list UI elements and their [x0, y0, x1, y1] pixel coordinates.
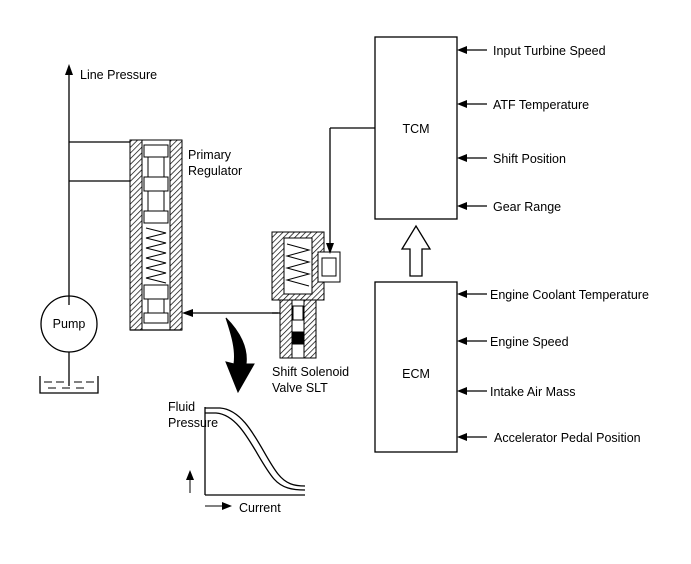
input-arrow-icon — [457, 387, 467, 395]
pressure-axis-arrow-icon — [186, 470, 194, 480]
current-label: Current — [239, 501, 281, 515]
fluid-pressure-label-line1: Fluid — [168, 400, 195, 414]
ecm-input-1: Engine Coolant Temperature — [457, 288, 649, 302]
primary-regulator-valve — [129, 139, 183, 331]
signal-arrow-icon — [182, 309, 193, 317]
ecm-input-label: Intake Air Mass — [490, 385, 575, 399]
input-arrow-icon — [457, 100, 467, 108]
tcm-input-4: Gear Range — [457, 200, 561, 214]
shift-solenoid-valve — [271, 231, 341, 359]
ecm-input-label: Engine Speed — [490, 335, 569, 349]
ecm-box — [374, 281, 458, 453]
slt-signal-line — [182, 309, 278, 317]
ecm-input-4: Accelerator Pedal Position — [457, 431, 641, 445]
tcm-to-solenoid-line — [326, 127, 375, 254]
fluid-pressure-label-line2: Pressure — [168, 416, 218, 430]
primary-regulator-label-line2: Regulator — [188, 164, 242, 178]
ecm-input-label: Accelerator Pedal Position — [494, 431, 641, 445]
ecm-to-tcm-arrow-icon — [400, 224, 432, 277]
ecm-input-label: Engine Coolant Temperature — [490, 288, 649, 302]
pump-label: Pump — [53, 317, 86, 331]
tcm-box — [374, 36, 458, 220]
current-axis-arrow-icon — [222, 502, 232, 510]
tcm-input-label: Shift Position — [493, 152, 566, 166]
fluid-reservoir — [39, 352, 99, 394]
input-arrow-icon — [457, 337, 467, 345]
tcm-input-1: Input Turbine Speed — [457, 44, 606, 58]
curved-arrow-icon — [225, 317, 255, 394]
tcm-output-arrow-icon — [326, 243, 334, 254]
input-arrow-icon — [457, 46, 467, 54]
input-arrow-icon — [457, 202, 467, 210]
tcm-input-label: Gear Range — [493, 200, 561, 214]
input-arrow-icon — [457, 154, 467, 162]
ecm-input-3: Intake Air Mass — [457, 385, 575, 399]
line-pressure-label: Line Pressure — [80, 68, 157, 82]
shift-solenoid-label-line1: Shift Solenoid — [272, 365, 349, 379]
line-pressure-arrow-icon — [65, 64, 73, 75]
tcm-input-label: Input Turbine Speed — [493, 44, 606, 58]
pressure-current-graph — [186, 407, 306, 510]
tcm-label: TCM — [402, 122, 429, 136]
tcm-input-3: Shift Position — [457, 152, 566, 166]
input-arrow-icon — [457, 433, 467, 441]
ecm-label: ECM — [402, 367, 430, 381]
ecm-input-2: Engine Speed — [457, 335, 569, 349]
shift-solenoid-label-line2: Valve SLT — [272, 381, 328, 395]
input-arrow-icon — [457, 290, 467, 298]
line-pressure-circuit — [65, 64, 136, 305]
tcm-input-2: ATF Temperature — [457, 98, 589, 112]
tcm-input-label: ATF Temperature — [493, 98, 589, 112]
primary-regulator-label-line1: Primary — [188, 148, 232, 162]
